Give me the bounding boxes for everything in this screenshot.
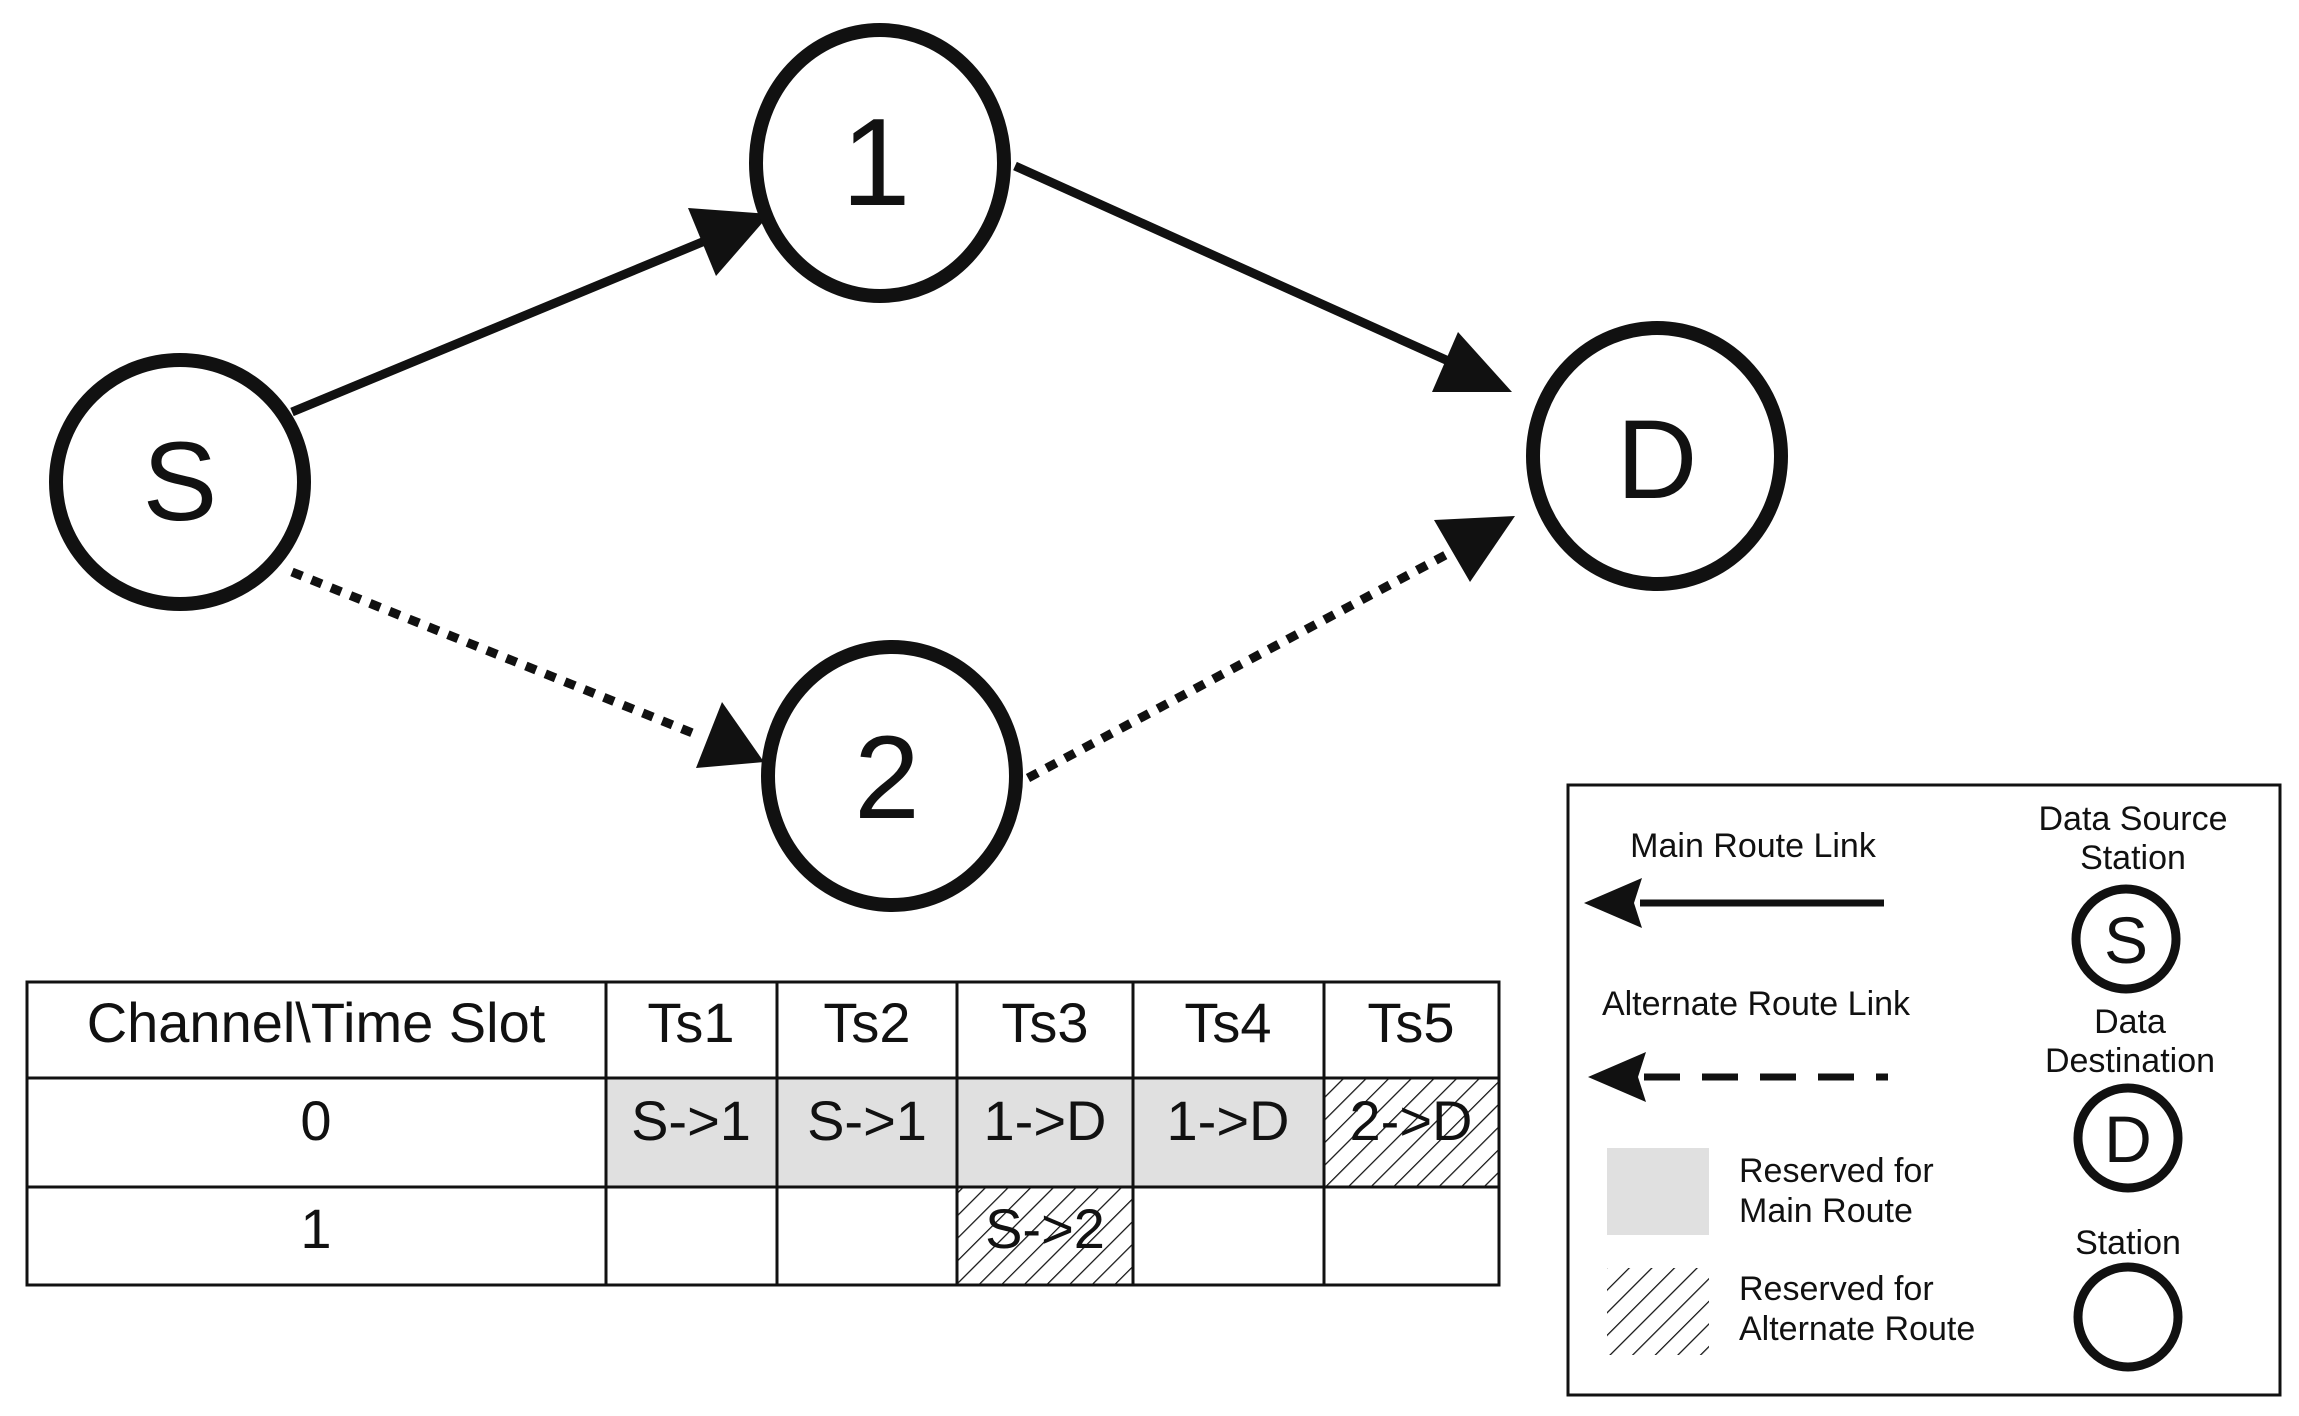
cell-ch0-ts2 (777, 1078, 957, 1187)
legend-station-icon (2073, 1262, 2183, 1372)
table-header-ts3: Ts3 (1001, 991, 1088, 1054)
node-source-label: S (143, 419, 218, 544)
legend-reserved-alt-line1: Reserved for (1739, 1270, 1934, 1308)
legend-reserved-main-line1: Reserved for (1739, 1152, 1934, 1190)
legend-alternate-route-label: Alternate Route Link (1602, 985, 1911, 1023)
arrowhead-icon (1434, 516, 1515, 582)
legend-destination-line1: Data (2094, 1003, 2166, 1041)
node-relay-1-label: 1 (842, 94, 911, 232)
arrowhead-icon (688, 208, 770, 276)
cell-ch0-ts5 (1324, 1078, 1499, 1187)
main-route-link-s-to-1 (290, 208, 770, 417)
node-relay-2-label: 2 (854, 712, 920, 844)
legend-source-symbol: S (2104, 903, 2148, 977)
table-row-0-channel: 0 (300, 1089, 331, 1152)
node-relay-1: 1 (749, 23, 1011, 303)
node-relay-2: 2 (761, 640, 1023, 912)
table-header-ts1: Ts1 (647, 991, 734, 1054)
legend: Main Route Link Alternate Route Link Res… (1566, 783, 2282, 1397)
legend-reserved-alternate-swatch (1607, 1268, 1709, 1355)
legend-reserved-main-line2: Main Route (1739, 1192, 1913, 1230)
table-cell-ch0-ts1: S->1 (631, 1089, 751, 1152)
cell-ch0-ts4 (1133, 1078, 1324, 1187)
table-header-ts4: Ts4 (1184, 991, 1271, 1054)
table-header-ts2: Ts2 (823, 991, 910, 1054)
legend-destination-line2: Destination (2045, 1042, 2215, 1080)
alternate-route-link-2-to-d (1025, 516, 1515, 782)
table-cell-ch0-ts2: S->1 (807, 1089, 927, 1152)
schedule-table: Channel\Time Slot Ts1 Ts2 Ts3 Ts4 Ts5 0 … (25, 980, 1501, 1287)
table-cell-ch1-ts3: S->2 (985, 1197, 1105, 1260)
cell-ch0-ts1 (606, 1078, 777, 1187)
node-destination-label: D (1617, 397, 1698, 522)
legend-alternate-route-arrow-icon (1588, 1052, 1888, 1102)
node-destination: D (1526, 321, 1788, 591)
table-cell-ch0-ts5: 2->D (1350, 1089, 1473, 1152)
arrowhead-icon (1432, 332, 1512, 392)
legend-main-route-arrow-icon (1584, 878, 1884, 928)
legend-reserved-alt-line2: Alternate Route (1739, 1310, 1975, 1348)
table-header-ts5: Ts5 (1367, 991, 1454, 1054)
table-header-channel-time-slot: Channel\Time Slot (87, 991, 546, 1054)
legend-reserved-main-swatch (1607, 1148, 1709, 1235)
legend-source-line2: Station (2080, 839, 2186, 877)
main-route-link-1-to-d (1013, 161, 1512, 392)
legend-destination-symbol: D (2104, 1102, 2152, 1176)
node-source: S (49, 353, 311, 611)
table-row-1-channel: 1 (300, 1197, 331, 1260)
legend-main-route-label: Main Route Link (1630, 827, 1877, 865)
legend-source-line1: Data Source (2039, 800, 2228, 838)
table-cell-ch0-ts4: 1->D (1167, 1089, 1290, 1152)
legend-destination-icon: D (2073, 1083, 2183, 1193)
legend-source-station-icon: S (2071, 884, 2181, 994)
alternate-route-link-s-to-2 (290, 567, 764, 768)
table-cell-ch0-ts3: 1->D (984, 1089, 1107, 1152)
legend-station-label: Station (2075, 1224, 2181, 1262)
cell-ch1-ts3 (957, 1187, 1133, 1285)
cell-ch0-ts3 (957, 1078, 1133, 1187)
arrowhead-icon (696, 702, 764, 768)
